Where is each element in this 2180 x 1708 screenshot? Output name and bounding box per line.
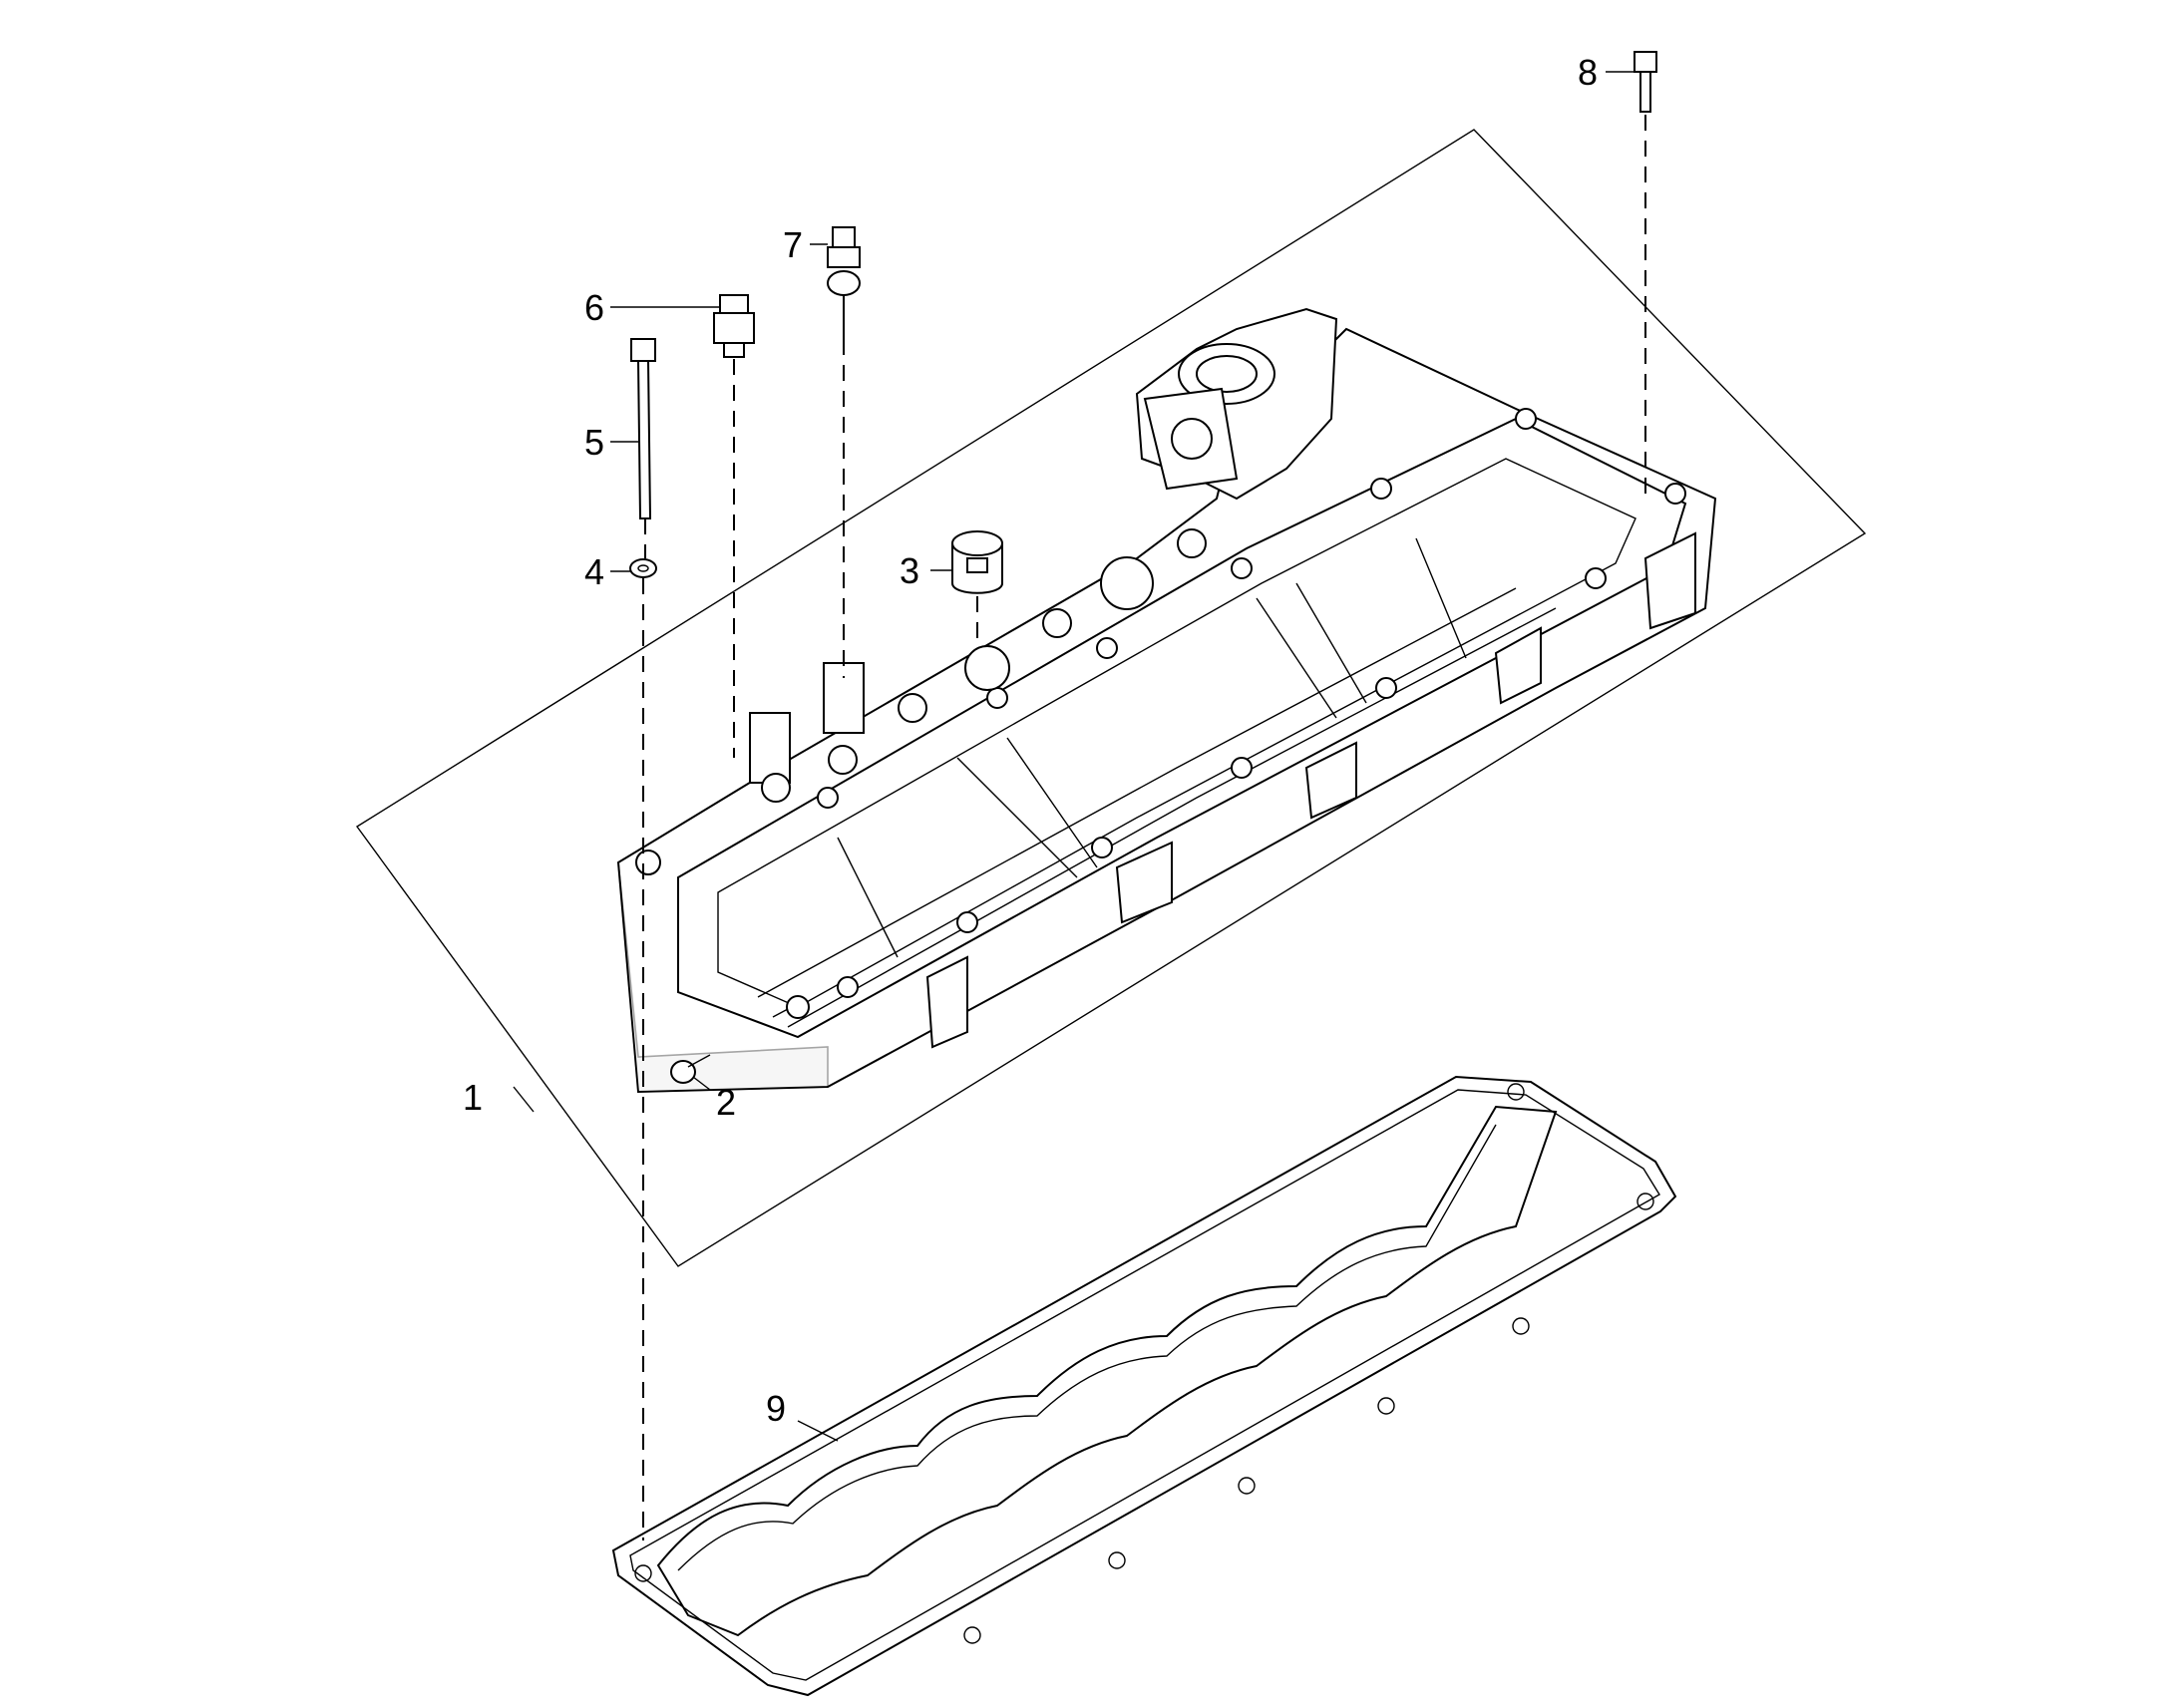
leader-2: [692, 1076, 711, 1091]
callout-3: 3: [900, 550, 919, 591]
callout-9: 9: [766, 1388, 786, 1429]
callout-6: 6: [584, 287, 604, 328]
valve-cover: [616, 307, 1717, 1094]
assembly-boundary: [355, 129, 1867, 1267]
callout-4: 4: [584, 551, 604, 592]
cover-bolt-bosses: [635, 408, 1686, 998]
callout-5: 5: [584, 422, 604, 463]
callout-2: 2: [716, 1082, 736, 1123]
pressure-sensor-part: [713, 294, 755, 358]
temperature-sender-part: [827, 226, 861, 339]
cap-part: [951, 530, 1003, 594]
long-bolt-part: [630, 338, 656, 519]
leader-9: [797, 1420, 839, 1442]
callout-1: 1: [463, 1077, 483, 1118]
plug-part: [670, 1054, 711, 1084]
callout-8: 8: [1578, 52, 1598, 93]
bolt-part: [1634, 51, 1657, 113]
valve-cover-gasket: [611, 1075, 1677, 1697]
washer-part: [629, 558, 657, 578]
callout-7: 7: [783, 224, 803, 265]
leader-1: [513, 1086, 535, 1113]
